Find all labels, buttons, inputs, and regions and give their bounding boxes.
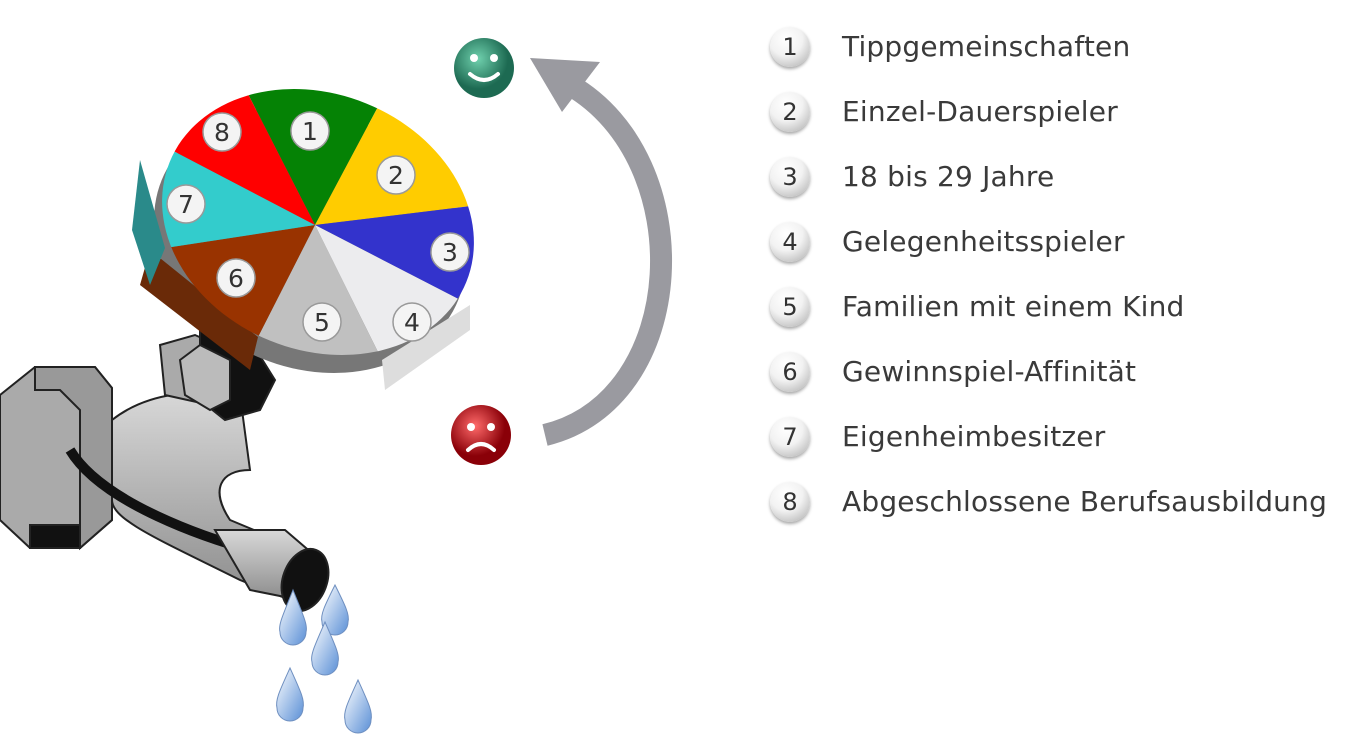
pie-badge: 6: [216, 258, 256, 298]
pie-badge-number: 8: [214, 118, 230, 147]
cycle-arrow: [530, 58, 672, 446]
pie-badge-number: 1: [302, 117, 318, 146]
legend-label: Abgeschlossene Berufsausbildung: [842, 485, 1328, 518]
legend-item: 7 Eigenheimbesitzer: [770, 404, 1327, 469]
number-badge: 8: [770, 481, 810, 522]
number-badge: 5: [770, 286, 810, 327]
number-badge: 2: [770, 91, 810, 132]
legend-item: 5 Familien mit einem Kind: [770, 274, 1327, 339]
number-badge: 1: [770, 26, 810, 67]
sad-face-icon: [451, 405, 511, 465]
pie-badge-number: 4: [404, 308, 420, 337]
legend-label: Einzel-Dauerspieler: [842, 95, 1118, 128]
pie-badge: 7: [166, 184, 206, 224]
pie-badge: 1: [290, 111, 330, 151]
legend: 1 Tippgemeinschaften 2 Einzel-Dauerspieler…: [770, 14, 1327, 534]
pie-badge-number: 3: [442, 238, 458, 267]
pie-badge: 2: [376, 155, 416, 195]
pie-badges: 1 2 3 4 5 6 7 8: [166, 111, 470, 342]
number-badge: 6: [770, 351, 810, 392]
pie-badge: 3: [430, 232, 470, 272]
pie-badge-number: 6: [228, 264, 244, 293]
droplet: [276, 666, 304, 722]
legend-item: 1 Tippgemeinschaften: [770, 14, 1327, 79]
pie-badge: 5: [302, 302, 342, 342]
legend-item: 3 18 bis 29 Jahre: [770, 144, 1327, 209]
pie-badge-number: 2: [388, 161, 404, 190]
legend-label: 18 bis 29 Jahre: [842, 160, 1055, 193]
pie-badge-number: 7: [178, 190, 194, 219]
number-badge: 3: [770, 156, 810, 197]
happy-face-icon: [454, 38, 514, 98]
number-badge: 4: [770, 221, 810, 262]
legend-item: 2 Einzel-Dauerspieler: [770, 79, 1327, 144]
legend-label: Eigenheimbesitzer: [842, 420, 1106, 453]
legend-item: 8 Abgeschlossene Berufsausbildung: [770, 469, 1327, 534]
legend-label: Gelegenheitsspieler: [842, 225, 1125, 258]
legend-item: 4 Gelegenheitsspieler: [770, 209, 1327, 274]
droplet: [321, 583, 349, 636]
droplet: [344, 678, 372, 734]
pie-badge-number: 5: [314, 308, 330, 337]
faucet: [0, 328, 330, 612]
legend-label: Familien mit einem Kind: [842, 290, 1185, 323]
legend-label: Tippgemeinschaften: [842, 30, 1131, 63]
water-droplets: [276, 583, 372, 734]
pie-badge: 4: [392, 302, 432, 342]
legend-item: 6 Gewinnspiel-Affinität: [770, 339, 1327, 404]
pie-badge: 8: [202, 112, 242, 152]
droplet: [311, 620, 339, 676]
droplet: [279, 588, 307, 646]
legend-label: Gewinnspiel-Affinität: [842, 355, 1137, 388]
number-badge: 7: [770, 416, 810, 457]
